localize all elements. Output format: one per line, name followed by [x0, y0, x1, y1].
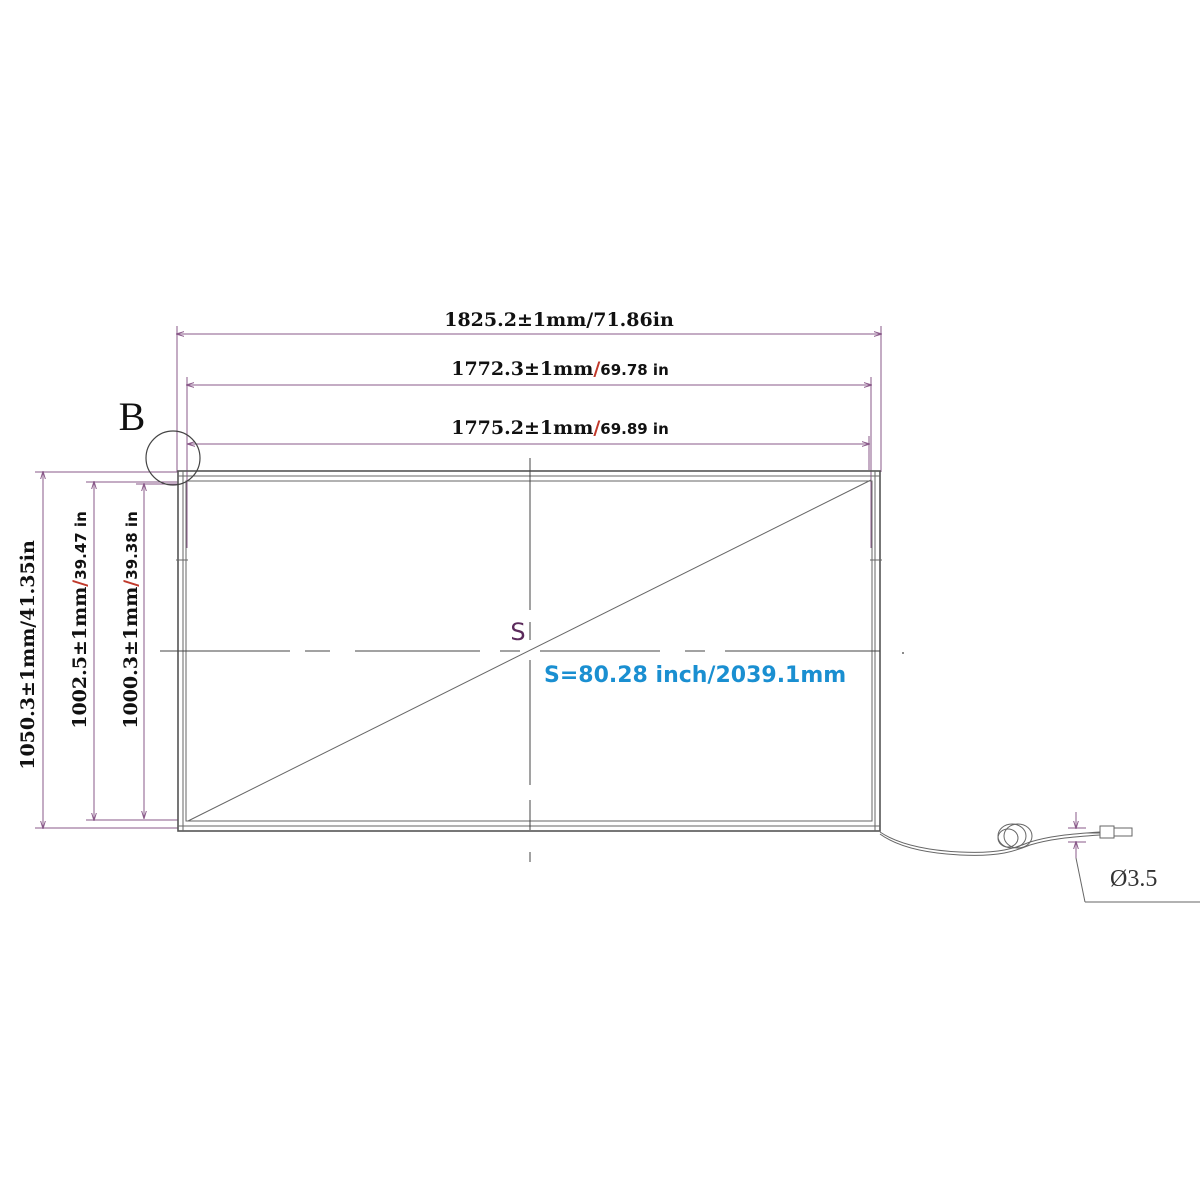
detail-b-callout: B [119, 394, 201, 486]
active-height-dimension: 1000.3±1mm/39.38 in [120, 484, 178, 818]
inner-height-label: 1002.5±1mm/39.47 in [69, 511, 91, 729]
detail-b-label: B [119, 394, 146, 439]
diagonal-line [187, 479, 872, 822]
diagonal-symbol: S [510, 618, 525, 646]
active-width-label: 1775.2±1mm/69.89 in [451, 417, 669, 439]
inner-width-dimension: 1772.3±1mm/69.78 in [187, 358, 871, 548]
outer-height-label: 1050.3±1mm/41.35in [17, 540, 39, 770]
outer-height-dimension: 1050.3±1mm/41.35in [17, 472, 178, 828]
diagonal-size-label: S=80.28 inch/2039.1mm [544, 663, 846, 688]
inner-width-label: 1772.3±1mm/69.78 in [451, 358, 669, 380]
active-height-label: 1000.3±1mm/39.38 in [120, 511, 142, 729]
inner-height-dimension: 1002.5±1mm/39.47 in [69, 482, 178, 820]
active-width-dimension: 1775.2±1mm/69.89 in [188, 417, 869, 470]
outer-width-label: 1825.2±1mm/71.86in [444, 309, 674, 331]
center-lines [160, 458, 880, 862]
outer-width-dimension: 1825.2±1mm/71.86in [177, 309, 881, 472]
usb-cable [879, 823, 1133, 856]
cable-diameter-dimension: Ø3.5 [1068, 812, 1200, 903]
cable-diameter-label: Ø3.5 [1110, 866, 1157, 892]
